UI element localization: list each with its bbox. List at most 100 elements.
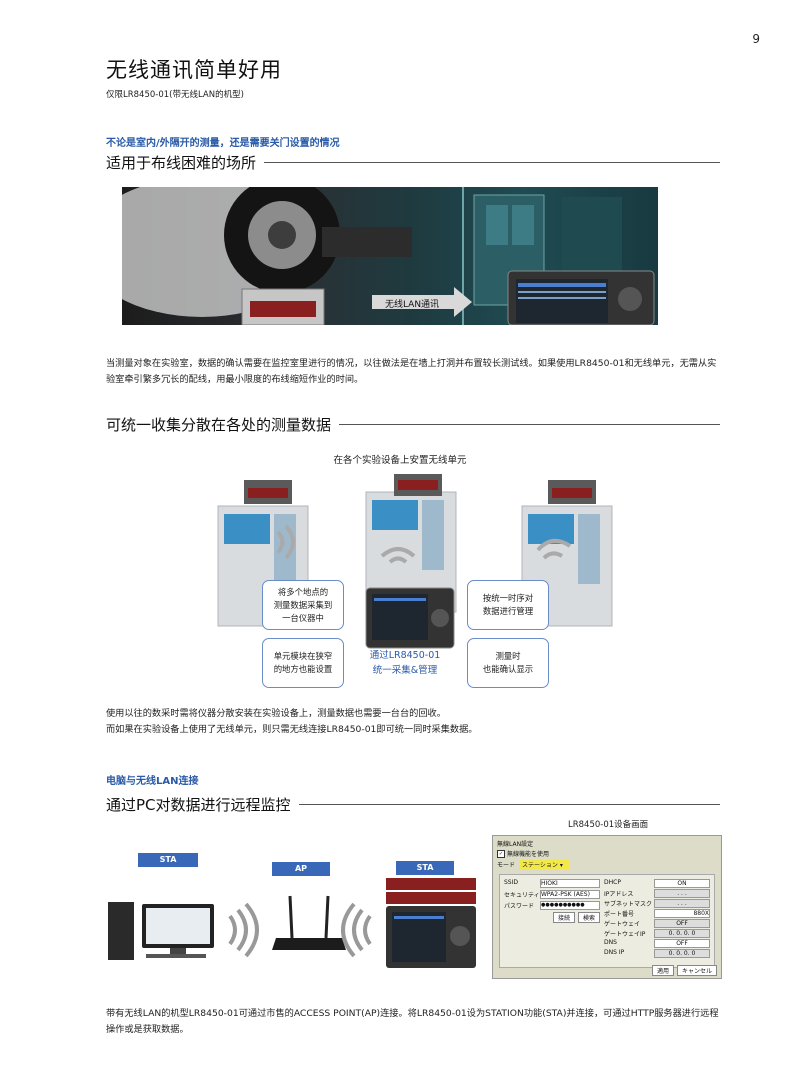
divider — [298, 804, 720, 805]
mode-value: ステーション — [522, 862, 558, 869]
section1-body: 当测量对象在实验室，数据的确认需要在监控室里进行的情况，以往做法是在墙上打洞并布… — [106, 358, 717, 385]
box-line: 数据进行管理 — [482, 606, 534, 616]
section2-heading: 可统一收集分散在各处的测量数据 — [106, 414, 720, 435]
checkbox[interactable]: ✓ — [497, 849, 505, 858]
field-label: DHCP — [604, 879, 621, 886]
field-port: ポート番号 880X — [604, 909, 710, 918]
tag-sta-pc: STA — [138, 853, 198, 867]
section3-heading-text: 通过PC对数据进行远程监控 — [106, 796, 291, 814]
field-input[interactable]: 880X — [654, 909, 710, 918]
info-box-display: 测量时也能确认显示 — [467, 638, 549, 688]
field-label: ポート番号 — [604, 911, 635, 918]
search-button[interactable]: 検索 — [577, 912, 600, 923]
mode-row: モード ステーション ▾ — [493, 859, 721, 870]
box-line: 单元模块在狭窄 — [273, 651, 333, 661]
diagram-caption: 在各个实验设备上安置无线单元 — [333, 455, 467, 466]
page-number: 9 — [752, 32, 760, 46]
field-input[interactable]: OFF — [654, 919, 710, 928]
info-box-narrow-space: 单元模块在狭窄的地方也能设置 — [262, 638, 344, 688]
section2-body: 使用以往的数采时需将仪器分散安装在实验设备上，测量数据也需要一台台的回收。 而如… — [106, 706, 722, 738]
field-input[interactable]: ●●●●●●●●●● — [540, 901, 600, 910]
device-settings-screen: 無線LAN設定 ✓ 無線機能を使用 モード ステーション ▾ SSID HIOKI… — [492, 835, 722, 979]
field-label: セキュリティ — [504, 892, 540, 899]
section2-body-line2: 而如果在实验设备上使用了无线单元，则只需无线连接LR8450-01即可统一同时采… — [106, 724, 478, 735]
section3-body: 带有无线LAN的机型LR8450-01可通过市售的ACCESS POINT(AP… — [106, 1008, 719, 1035]
wifi-signal-icon — [228, 902, 259, 958]
field-label: DNS IP — [604, 949, 625, 956]
tag-ap: AP — [272, 862, 330, 876]
mode-label: モード — [497, 862, 516, 869]
lab-photo: 无线LAN通讯 — [122, 187, 658, 325]
field-label: ゲートウェイIP — [604, 931, 646, 938]
divider — [339, 424, 720, 425]
box-line: 按统一时序对 — [482, 593, 534, 603]
field-password: パスワード ●●●●●●●●●● — [504, 901, 600, 910]
wifi-signal-icon — [341, 902, 372, 958]
section3-kicker: 电脑与无线LAN连接 — [106, 776, 199, 787]
section1-heading: 适用于布线困难的场所 — [106, 152, 720, 173]
page-title: 无线通讯简单好用 — [106, 58, 282, 82]
field-dns: DNS OFF — [604, 939, 710, 948]
field-dhcp: DHCP ON — [604, 879, 710, 888]
router-icon — [272, 895, 346, 950]
field-label: パスワード — [504, 903, 535, 910]
box-line: 也能确认显示 — [482, 664, 534, 674]
screen-title: 無線LAN設定 — [497, 841, 534, 848]
field-input[interactable]: OFF — [654, 939, 710, 948]
field-input[interactable]: HIOKI — [540, 879, 600, 888]
field-label: DNS — [604, 939, 617, 946]
model-note: 仅限LR8450-01(带无线LAN的机型) — [106, 90, 244, 100]
field-input[interactable]: 0. 0. 0. 0 — [654, 949, 710, 958]
connect-button[interactable]: 接続 — [552, 912, 575, 923]
mode-select[interactable]: ステーション ▾ — [519, 860, 570, 869]
field-label: サブネットマスク — [604, 901, 653, 908]
section1-kicker: 不论是室内/外隔开的测量，还是需要关门设置的情况 — [106, 138, 340, 149]
divider — [264, 162, 720, 163]
network-diagram — [108, 878, 476, 968]
section2-heading-text: 可统一收集分散在各处的测量数据 — [106, 416, 332, 434]
checkbox-label: 無線機能を使用 — [507, 851, 550, 858]
section2-body-line1: 使用以往的数采时需将仪器分散安装在实验设备上，测量数据也需要一台台的回收。 — [106, 708, 446, 719]
field-input[interactable]: WPA2-PSK (AES) — [540, 890, 600, 899]
field-dns-ip: DNS IP 0. 0. 0. 0 — [604, 949, 710, 958]
info-box-timing: 按统一时序对数据进行管理 — [467, 580, 549, 630]
field-ssid: SSID HIOKI — [504, 879, 600, 888]
field-gateway: ゲートウェイ OFF — [604, 919, 710, 928]
apply-button[interactable]: 適用 — [651, 965, 674, 976]
tag-sta-device: STA — [396, 861, 454, 875]
screen-footer-buttons: 適用 キャンセル — [651, 965, 717, 976]
wireless-enable-row: ✓ 無線機能を使用 — [493, 848, 721, 859]
section1-heading-text: 适用于布线困难的场所 — [106, 154, 257, 172]
screen-caption: LR8450-01设备画面 — [568, 820, 649, 830]
box-line: 一台仪器中 — [282, 612, 324, 623]
cancel-button[interactable]: キャンセル — [676, 965, 717, 976]
field-input[interactable]: . . . — [654, 899, 710, 908]
section3-heading: 通过PC对数据进行远程监控 — [106, 794, 720, 815]
right-fields: DHCP ON IPアドレス . . . サブネットマスク. . . ポート番号 88… — [604, 879, 710, 959]
field-input[interactable]: 0. 0. 0. 0 — [654, 929, 710, 938]
box-line: 的地方也能设置 — [273, 664, 333, 674]
field-label: IPアドレス — [604, 891, 634, 898]
center-label-line: 通过LR8450-01 — [369, 650, 441, 661]
field-ip: IPアドレス . . . — [604, 889, 710, 898]
center-label-line: 统一采集&管理 — [372, 665, 438, 676]
field-input[interactable]: ON — [654, 879, 710, 888]
field-label: ゲートウェイ — [604, 921, 641, 928]
field-label: SSID — [504, 879, 519, 886]
field-gateway-ip: ゲートウェイIP 0. 0. 0. 0 — [604, 929, 710, 938]
pc-icon — [108, 902, 214, 960]
box-line: 测量数据采集到 — [273, 599, 333, 610]
lab-photo-illustration — [122, 187, 655, 325]
field-input[interactable]: . . . — [654, 889, 710, 898]
lr8450-stack-icon — [386, 878, 476, 968]
photo-arrow-label: 无线LAN通讯 — [384, 300, 440, 310]
box-line: 将多个地点的 — [277, 586, 329, 597]
field-subnet: サブネットマスク. . . — [604, 899, 710, 908]
info-box-collect: 将多个地点的测量数据采集到一台仪器中 — [262, 580, 344, 630]
lr8450-center — [365, 587, 455, 649]
center-device-label: 通过LR8450-01 统一采集&管理 — [352, 648, 458, 678]
button-row: 接続 検索 — [504, 912, 600, 923]
